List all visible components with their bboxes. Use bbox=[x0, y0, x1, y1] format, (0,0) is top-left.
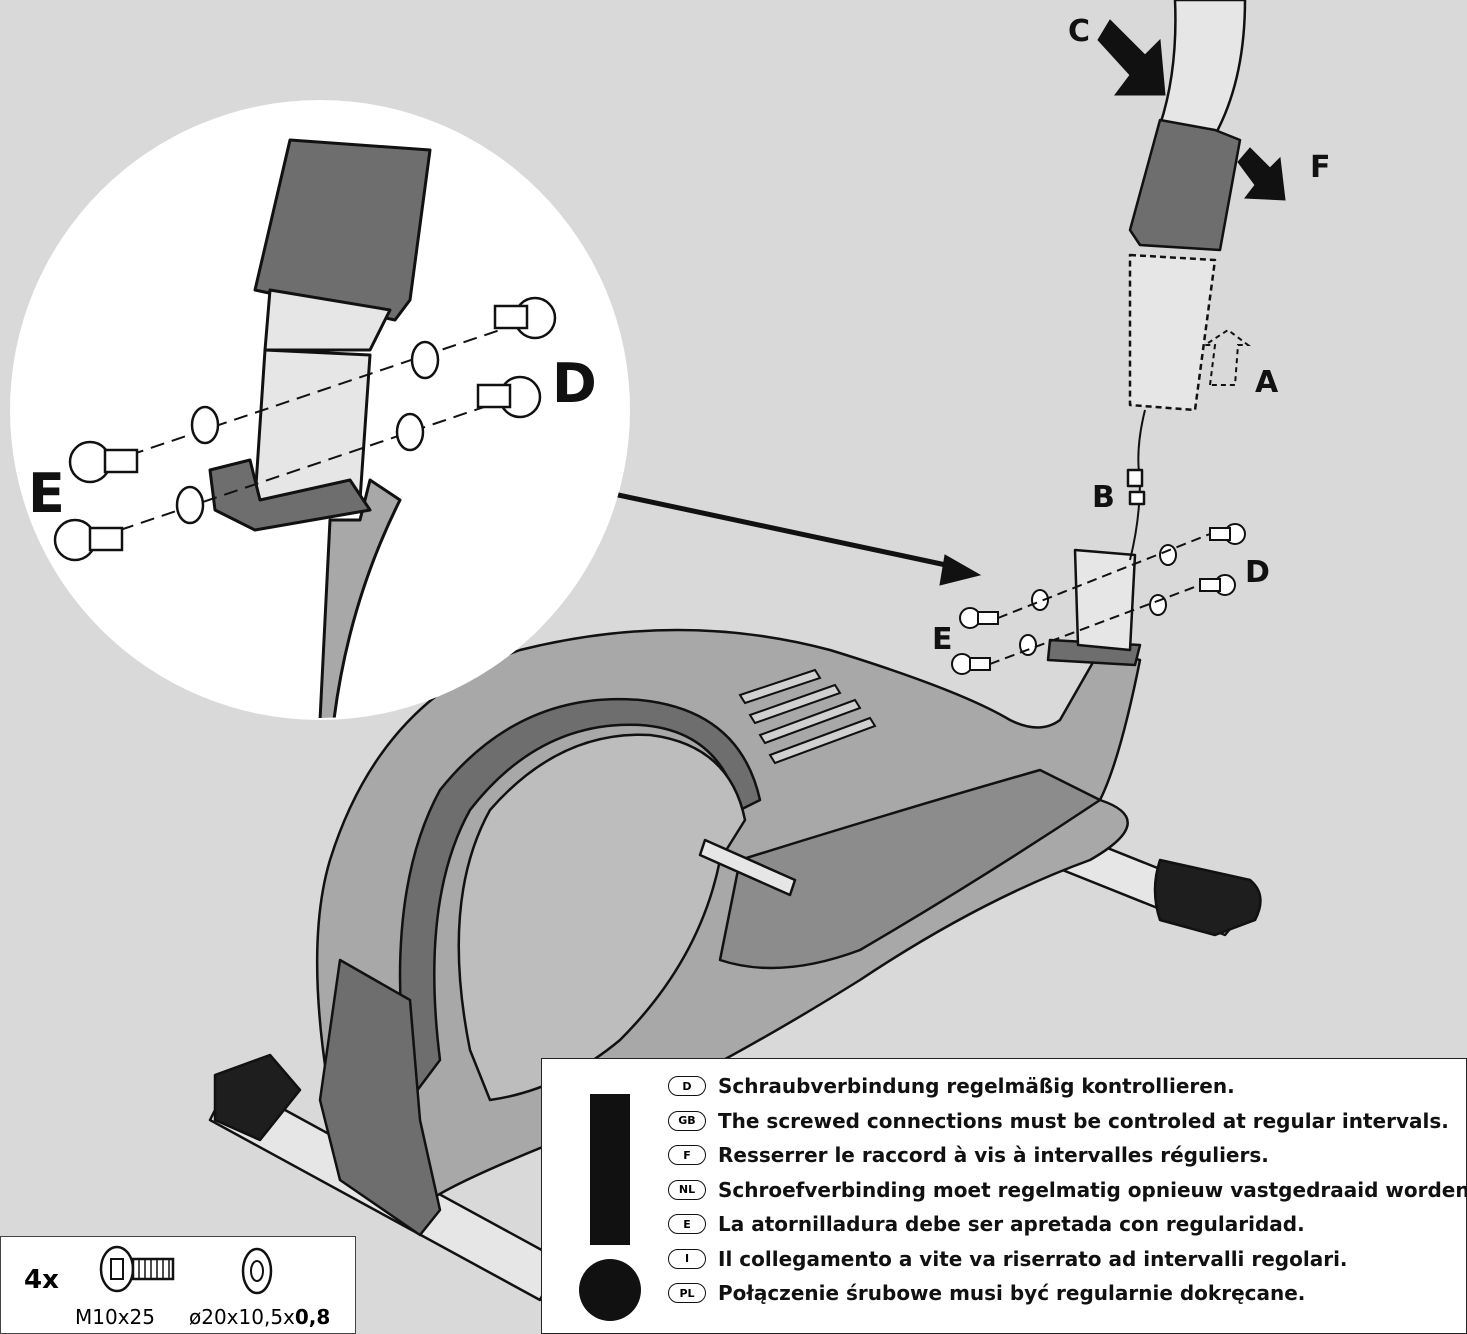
callout-c: C bbox=[1068, 14, 1091, 49]
vent-slots bbox=[738, 668, 877, 765]
language-badge: I bbox=[668, 1248, 706, 1269]
callout-b: B bbox=[1092, 480, 1115, 515]
arrows bbox=[594, 19, 1286, 586]
upright-tube bbox=[1158, 0, 1247, 137]
cable-connector-top bbox=[1126, 468, 1144, 488]
zoom-collar bbox=[208, 458, 372, 532]
base-band bbox=[718, 768, 1102, 970]
callout-d: D bbox=[1245, 555, 1270, 590]
note-item: NL Schroefverbinding moet regelmatig opni… bbox=[668, 1173, 1467, 1208]
washer-size-prefix: ø20x10,5x bbox=[189, 1305, 295, 1329]
language-badge: D bbox=[668, 1076, 706, 1097]
note-item: F Resserrer le raccord à vis à intervalle… bbox=[668, 1138, 1467, 1173]
note-text: The screwed connections must be controle… bbox=[718, 1108, 1449, 1133]
language-badge: PL bbox=[668, 1283, 706, 1304]
language-badge: NL bbox=[668, 1179, 706, 1200]
arrow-c bbox=[1097, 19, 1166, 96]
washer-thickness: 0,8 bbox=[294, 1305, 331, 1329]
parts-list-box: 4x M10x25 ø20x10,5x0,8 bbox=[0, 1236, 356, 1334]
language-badge: F bbox=[668, 1145, 706, 1166]
parts-count: 4x bbox=[24, 1265, 59, 1295]
washer-icon bbox=[241, 1247, 273, 1295]
lower-shell bbox=[318, 958, 442, 1237]
upright-assembly bbox=[1126, 0, 1247, 561]
bolt-size-label: M10x25 bbox=[75, 1305, 155, 1329]
flywheel-panel bbox=[457, 733, 747, 1102]
language-badge: E bbox=[668, 1214, 706, 1235]
zoom-detail bbox=[10, 100, 630, 720]
note-text: Połączenie śrubowe musi być regularnie d… bbox=[718, 1281, 1306, 1306]
upright-cover bbox=[1128, 118, 1242, 252]
zoom-screws bbox=[53, 296, 557, 562]
flywheel-ring bbox=[398, 697, 762, 1102]
maintenance-note-box: D Schraubverbindung regelmäßig kontrollie… bbox=[541, 1058, 1467, 1334]
note-text: Resserrer le raccord à vis à intervalles… bbox=[718, 1143, 1269, 1168]
note-item: GB The screwed connections must be contro… bbox=[668, 1104, 1467, 1139]
cable-connector-bottom bbox=[1128, 490, 1146, 506]
note-text: Schroefverbinding moet regelmatig opnieu… bbox=[718, 1177, 1467, 1202]
zoom-cover bbox=[253, 138, 432, 322]
multilingual-notes: D Schraubverbindung regelmäßig kontrollie… bbox=[668, 1069, 1467, 1311]
note-item: I Il collegamento a vite va riserrato ad … bbox=[668, 1242, 1467, 1277]
zoom-pointer-head bbox=[939, 554, 982, 586]
bolt-icon bbox=[99, 1245, 175, 1293]
note-text: Il collegamento a vite va riserrato ad i… bbox=[718, 1246, 1348, 1271]
bike-frame bbox=[208, 548, 1262, 1302]
zoom-callout-e: E bbox=[28, 462, 65, 525]
exclamation-bar-icon bbox=[590, 1094, 630, 1245]
note-item: PL Połączenie śrubowe musi być regularnie… bbox=[668, 1276, 1467, 1311]
language-badge: GB bbox=[668, 1110, 706, 1131]
zoom-pointer-arrow bbox=[594, 487, 961, 571]
arrow-f bbox=[1237, 147, 1286, 201]
zoom-upright-tube bbox=[263, 288, 392, 352]
note-item: D Schraubverbindung regelmäßig kontrollie… bbox=[668, 1069, 1467, 1104]
note-text: La atornilladura debe ser apretada con r… bbox=[718, 1212, 1305, 1237]
arrow-a bbox=[1201, 328, 1251, 386]
callout-f: F bbox=[1310, 150, 1331, 185]
note-text: Schraubverbindung regelmäßig kontrollier… bbox=[718, 1074, 1235, 1099]
main-screws bbox=[951, 523, 1246, 675]
note-item: E La atornilladura debe ser apretada con … bbox=[668, 1207, 1467, 1242]
callout-e: E bbox=[932, 622, 953, 657]
pedal-axle bbox=[698, 838, 797, 897]
zoom-callout-d: D bbox=[552, 352, 597, 415]
callout-a: A bbox=[1255, 365, 1279, 400]
front-foot-cap bbox=[213, 1053, 302, 1142]
rear-foot-cap bbox=[1153, 858, 1262, 937]
riser-tube bbox=[1073, 548, 1137, 652]
upright-insert bbox=[1128, 253, 1217, 412]
washer-size-label: ø20x10,5x0,8 bbox=[189, 1305, 330, 1329]
exclamation-dot-icon bbox=[579, 1259, 641, 1321]
